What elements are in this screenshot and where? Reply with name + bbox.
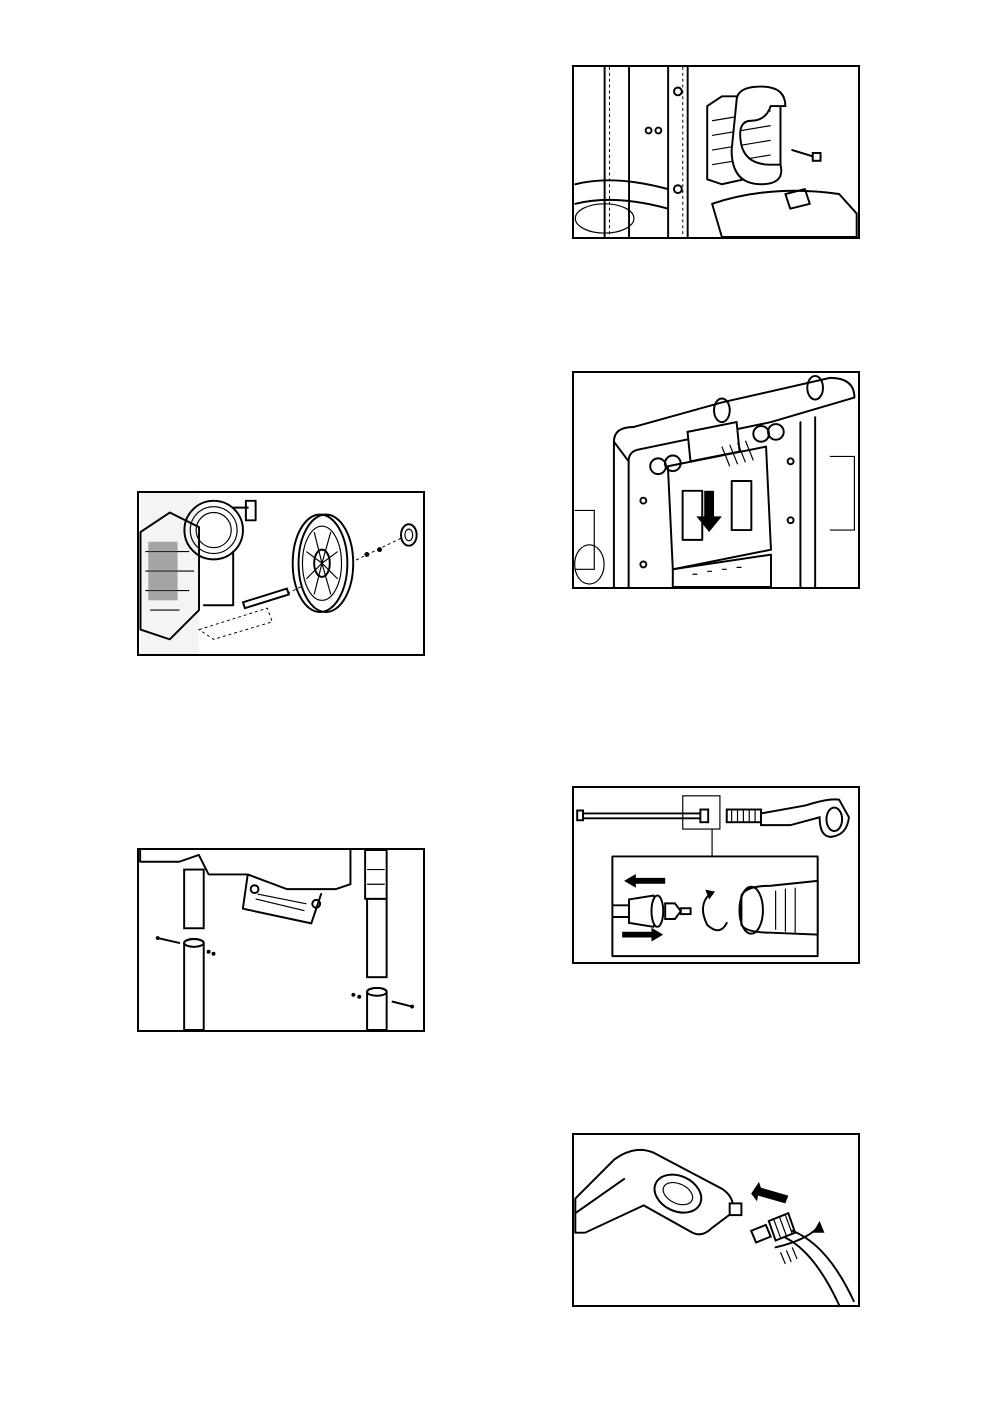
- wheel-axle-assembly-icon: [139, 493, 423, 654]
- frame-insert-figure: [572, 371, 860, 589]
- hose-holder-figure: [572, 65, 860, 239]
- leg-pin-assembly-icon: [139, 850, 423, 1030]
- gun-hose-connection-icon: [574, 1135, 858, 1305]
- leg-assembly-figure: [137, 848, 425, 1032]
- frame-panel-insert-icon: [574, 373, 858, 587]
- lance-connection-figure: [572, 786, 860, 964]
- hose-holder-bracket-icon: [574, 67, 858, 237]
- lance-gun-connection-icon: [574, 788, 858, 962]
- wheel-assembly-figure: [137, 491, 425, 656]
- hose-connection-figure: [572, 1133, 860, 1307]
